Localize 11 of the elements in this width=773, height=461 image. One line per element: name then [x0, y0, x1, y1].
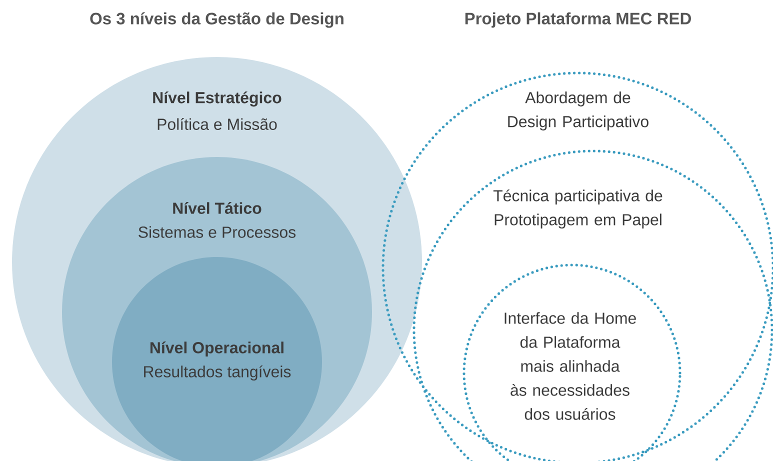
heading: Os 3 níveis da Gestão de Design: [90, 12, 344, 28]
node-text: Sistemas e Processos: [138, 226, 296, 238]
node-text: Técnica participativa de Prototipagem em Papel: [493, 189, 662, 229]
heading: Projeto Plataforma MEC RED: [465, 12, 691, 28]
node-text: Abordagem de Design Participativo: [508, 92, 648, 130]
node-text: Nível Operacional: [150, 341, 284, 357]
node-text: Nível Estratégico: [153, 91, 282, 107]
node-text: Política e Missão: [158, 118, 277, 130]
node-text: Nível Tático: [173, 202, 262, 214]
node-text: Interface da Home da Plataforma mais alinhada às necessidades dos usuários: [504, 312, 636, 420]
node-text: Resultados tangíveis: [144, 365, 291, 381]
